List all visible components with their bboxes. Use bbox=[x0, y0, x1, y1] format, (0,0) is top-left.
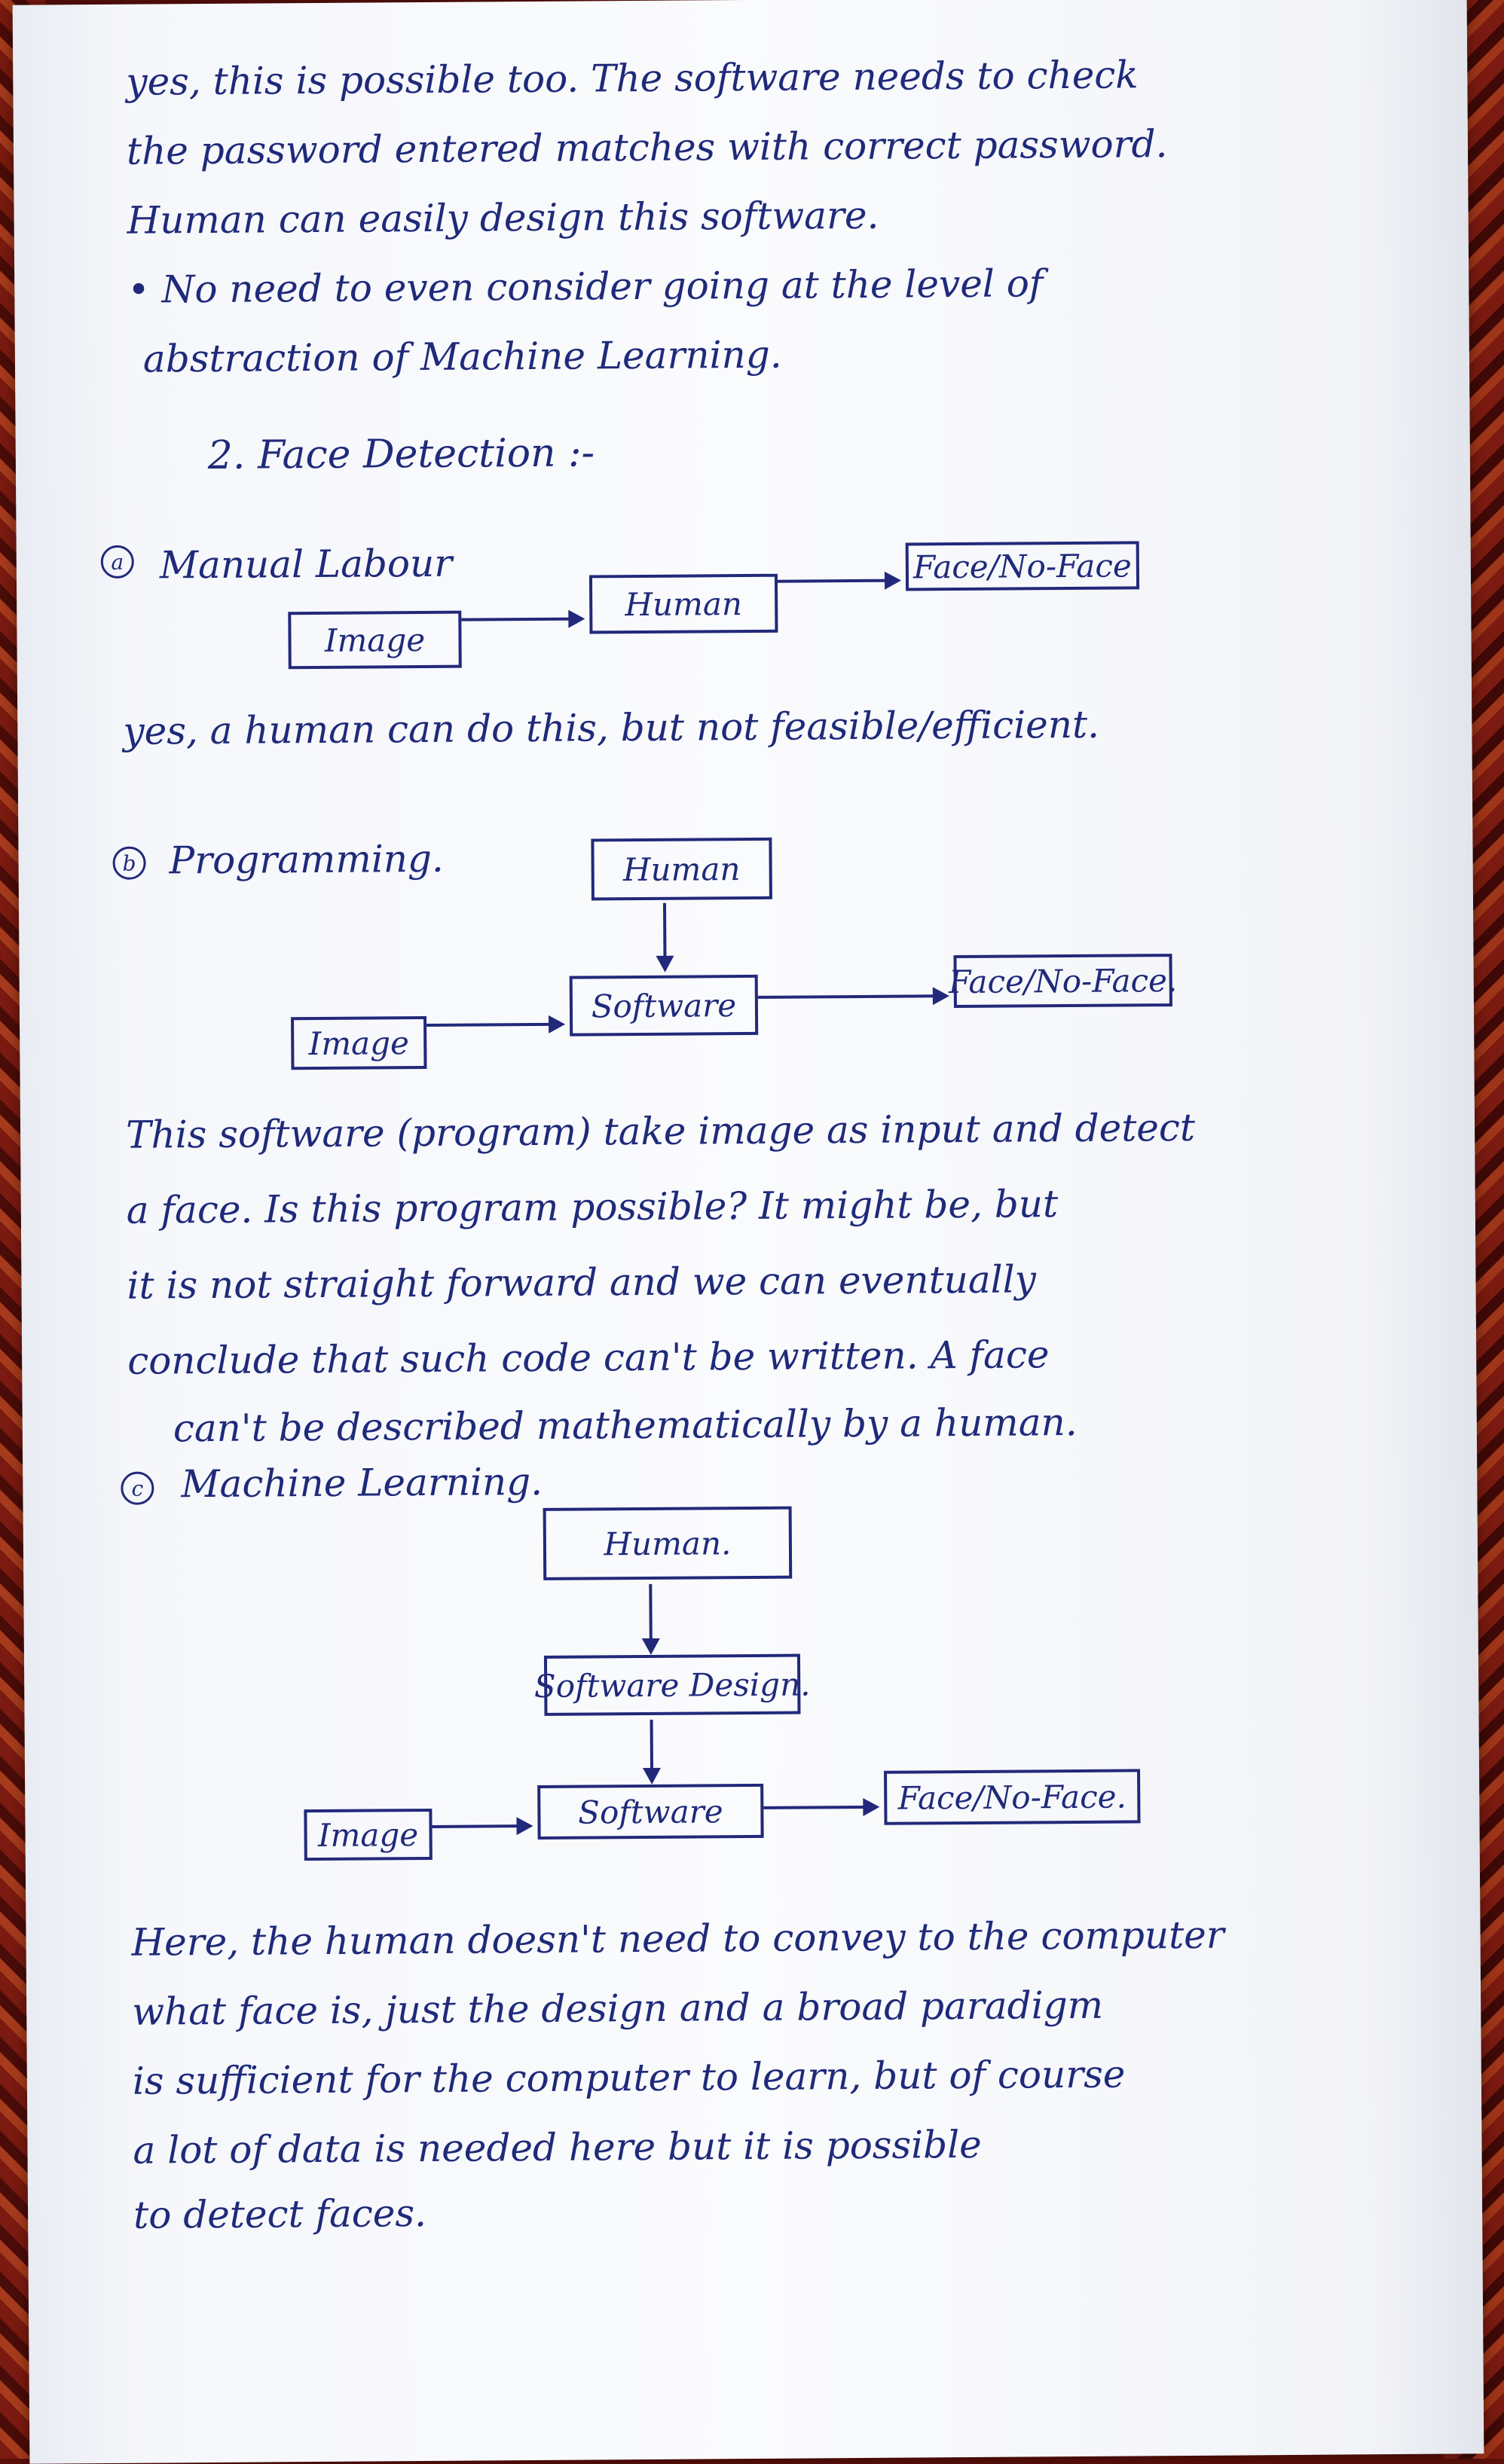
part-b-title: Programming. bbox=[169, 836, 445, 883]
part-b-line-2: a face. Is this program possible? It mig… bbox=[126, 1182, 1059, 1232]
intro-line-3: Human can easily design this software. bbox=[127, 193, 879, 243]
box-c-software: Software bbox=[537, 1783, 764, 1840]
section-heading: 2. Face Detection :- bbox=[207, 430, 595, 478]
marker-b: b bbox=[112, 846, 146, 880]
part-c-line-3: is sufficient for the computer to learn,… bbox=[132, 2052, 1126, 2103]
box-b-human: Human bbox=[591, 837, 772, 901]
marker-c: c bbox=[121, 1471, 154, 1505]
arrow-c-image-software bbox=[432, 1824, 530, 1828]
box-a-human: Human bbox=[588, 573, 778, 634]
part-b-line-5: can't be described mathematically by a h… bbox=[173, 1400, 1078, 1451]
box-c-image: Image bbox=[304, 1808, 433, 1861]
intro-line-2: the password entered matches with correc… bbox=[126, 122, 1168, 173]
arrow-c-design-software bbox=[650, 1719, 654, 1780]
arrow-b-human-software bbox=[662, 902, 667, 968]
arrow-c-software-output bbox=[763, 1805, 877, 1809]
part-c-line-4: a lot of data is needed here but it is p… bbox=[133, 2122, 982, 2172]
intro-line-4: • No need to even consider going at the … bbox=[127, 261, 1044, 312]
part-b-line-1: This software (program) take image as in… bbox=[125, 1105, 1196, 1157]
marker-a: a bbox=[100, 545, 134, 579]
box-b-image: Image bbox=[291, 1015, 427, 1070]
arrow-b-software-output bbox=[757, 994, 946, 999]
box-a-image: Image bbox=[288, 610, 462, 670]
box-b-output: Face/No-Face. bbox=[949, 954, 1177, 1009]
part-c-title: Machine Learning. bbox=[181, 1459, 543, 1507]
box-c-human: Human. bbox=[543, 1506, 793, 1580]
arrow-b-image-software bbox=[426, 1022, 563, 1027]
part-a-title: Manual Labour bbox=[159, 541, 453, 588]
part-b-line-3: it is not straight forward and we can ev… bbox=[127, 1257, 1037, 1308]
intro-line-5: abstraction of Machine Learning. bbox=[142, 332, 782, 381]
box-c-design: Software Design. bbox=[534, 1653, 811, 1716]
part-c-line-5: to detect faces. bbox=[133, 2191, 427, 2237]
part-a-note: yes, a human can do this, but not feasib… bbox=[123, 702, 1100, 753]
box-c-output: Face/No-Face. bbox=[884, 1769, 1141, 1825]
part-c-line-2: what face is, just the design and a broa… bbox=[132, 1983, 1104, 2034]
arrow-a-image-human bbox=[461, 617, 582, 621]
part-b-line-4: conclude that such code can't be written… bbox=[127, 1333, 1050, 1383]
arrow-c-human-design bbox=[649, 1583, 653, 1650]
arrow-a-human-output bbox=[777, 579, 899, 583]
notebook-page: yes, this is possible too. The software … bbox=[12, 0, 1484, 2464]
box-a-output: Face/No-Face bbox=[905, 541, 1140, 591]
part-c-line-1: Here, the human doesn't need to convey t… bbox=[131, 1913, 1224, 1965]
box-b-software: Software bbox=[569, 974, 759, 1037]
intro-line-1: yes, this is possible too. The software … bbox=[126, 53, 1139, 104]
